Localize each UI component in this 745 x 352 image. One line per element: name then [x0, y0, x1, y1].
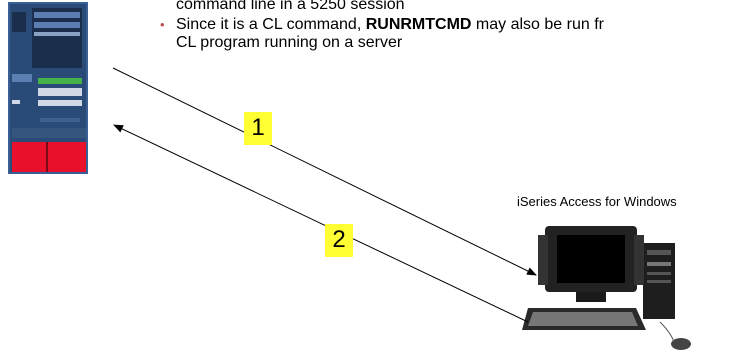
step-number: 1 [251, 114, 265, 141]
bullet-2: • [160, 16, 165, 33]
step-1-badge: 1 [244, 112, 272, 145]
caption-text: iSeries Access for Windows [517, 194, 677, 209]
step-2-badge: 2 [325, 224, 353, 257]
step-number: 2 [332, 226, 346, 253]
client-caption: iSeries Access for Windows [517, 194, 677, 209]
bullet-text: Since it is a CL command, [176, 16, 366, 33]
bullet-text: may also be run fr [471, 16, 604, 33]
bullet-2-line1: Since it is a CL command, RUNRMTCMD may … [176, 16, 604, 33]
desktop-pc-icon [522, 226, 691, 350]
bullet-1-continuation: command line in a 5250 session [176, 0, 405, 13]
bullet-text: CL program running on a server [176, 34, 403, 51]
arrow-response [113, 124, 529, 323]
server-icon [8, 2, 88, 174]
bullet-dot-icon: • [160, 17, 165, 32]
bullet-2-line2: CL program running on a server [176, 34, 402, 51]
bullet-text: command line in a 5250 session [176, 0, 405, 13]
command-name: RUNRMTCMD [365, 16, 472, 33]
arrow-request [112, 67, 537, 276]
